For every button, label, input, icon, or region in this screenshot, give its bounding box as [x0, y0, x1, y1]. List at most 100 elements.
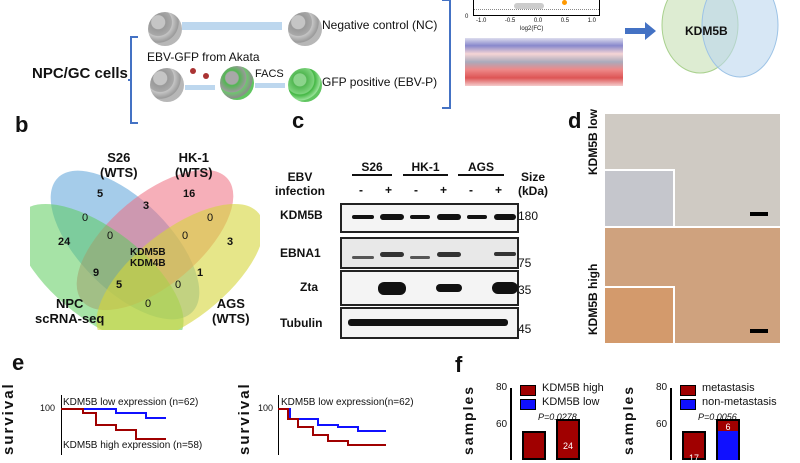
- bar-label: 6: [725, 422, 731, 433]
- gfp-label: GFP positive (EBV-P): [322, 75, 438, 89]
- count: 0: [82, 212, 89, 224]
- infected-cells-icon: [220, 66, 254, 100]
- legend-swatch: [680, 385, 696, 396]
- cell-cluster-icon: [288, 12, 322, 46]
- set-sub: (WTS): [100, 165, 138, 180]
- xtick: -0.5: [504, 18, 516, 24]
- y-axis: [510, 388, 512, 460]
- blot-ebna1: [340, 237, 519, 269]
- count: 0: [145, 298, 152, 310]
- ytick: 100: [40, 403, 56, 413]
- scale-bar: [750, 329, 768, 333]
- legend-low: KDM5B low expression (n=62): [63, 397, 199, 408]
- gene: KDM5B: [130, 247, 166, 258]
- legend-label: KDM5B high: [542, 382, 604, 394]
- virus-icon: [190, 68, 196, 74]
- count: 1: [197, 267, 204, 279]
- cell-line-s26: S26: [352, 160, 392, 176]
- bracket: [442, 0, 451, 109]
- venn-result: [661, 0, 779, 78]
- legend-swatch: [520, 399, 536, 410]
- condition: +: [384, 183, 392, 197]
- venn-result-label: KDM5B: [685, 24, 728, 38]
- bar: [522, 430, 546, 460]
- count: 5: [116, 279, 123, 291]
- gfp-cells-icon: [288, 68, 322, 102]
- facs-label: FACS: [255, 68, 284, 80]
- count: 0: [207, 212, 214, 224]
- arrow: [185, 85, 215, 90]
- y-axis: [670, 388, 672, 460]
- arrow: [255, 83, 285, 88]
- nc-label: Negative control (NC): [322, 18, 438, 32]
- blot-label: KDM5B: [280, 208, 323, 222]
- xtick: 0.5: [560, 18, 570, 24]
- set-label-s26: S26(WTS): [100, 150, 138, 180]
- condition: -: [468, 183, 473, 197]
- count: 3: [143, 200, 150, 212]
- set-label-ags: AGS(WTS): [212, 296, 250, 326]
- virus-icon: [203, 73, 209, 79]
- count: 3: [227, 236, 234, 248]
- y-tick-label: 80: [656, 382, 668, 393]
- volcano-xlabel: log2(FC): [520, 26, 544, 32]
- panel-letter-f: f: [455, 352, 463, 377]
- marker-75: 75: [518, 256, 532, 270]
- ebv-label: EBV-GFP from Akata: [147, 50, 260, 64]
- xtick: 1.0: [587, 18, 596, 24]
- legend-high: KDM5B high expression (n=58): [63, 440, 203, 451]
- label: infection: [275, 184, 325, 198]
- label: Size: [521, 170, 546, 184]
- cell-cluster-icon: [150, 68, 184, 102]
- set-name: S26: [107, 150, 131, 165]
- km-curves-1: [61, 408, 166, 440]
- y-tick-label: 80: [496, 382, 508, 393]
- km-curves-2: [278, 408, 386, 446]
- count: 16: [183, 188, 196, 200]
- volcano-plot: [473, 0, 600, 16]
- p-value: P=0.0278: [538, 412, 577, 422]
- arrow-right-icon: [625, 22, 656, 40]
- count: 0: [107, 230, 114, 242]
- count: 0: [175, 279, 182, 291]
- set-label-hk1: HK-1(WTS): [175, 150, 213, 180]
- legend-label: KDM5B low: [542, 396, 600, 408]
- count: 9: [93, 267, 100, 279]
- marker-180: 180: [518, 209, 539, 223]
- condition: +: [439, 183, 447, 197]
- bar: [556, 419, 580, 460]
- y-axis: [278, 395, 279, 455]
- y-axis-label: survival: [0, 382, 17, 455]
- count: 5: [97, 188, 104, 200]
- y-tick-label: 60: [496, 419, 508, 430]
- blot-label: EBNA1: [280, 246, 321, 260]
- legend-low: KDM5B low expression(n=62): [281, 397, 414, 408]
- legend-swatch: [680, 399, 696, 410]
- y-axis-label: samples: [620, 384, 636, 455]
- set-name: HK-1: [178, 150, 209, 165]
- set-sub: (WTS): [212, 311, 250, 326]
- ihc-image-high: [605, 228, 780, 343]
- inset: [605, 286, 675, 343]
- bracket: [128, 36, 138, 124]
- inset: [605, 169, 675, 226]
- ihc-low-label: KDM5B low: [586, 109, 600, 175]
- marker-35: 35: [518, 283, 532, 297]
- xtick: -1.0: [476, 18, 487, 24]
- ytick: 100: [258, 403, 274, 413]
- set-name: NPC: [55, 296, 84, 311]
- ihc-high-label: KDM5B high: [586, 263, 600, 335]
- bar-label: 17: [688, 452, 699, 463]
- panel-letter: b: [15, 112, 29, 137]
- panel-letter: c: [292, 108, 305, 133]
- legend-swatch: [520, 385, 536, 396]
- volcano-ytick: 0: [465, 14, 469, 20]
- source-label: NPC/GC cells: [32, 65, 128, 82]
- label: (kDa): [518, 184, 549, 198]
- heatmap: [465, 38, 623, 86]
- legend-label: non-metastasis: [702, 396, 777, 408]
- y-axis-label: samples: [460, 384, 476, 455]
